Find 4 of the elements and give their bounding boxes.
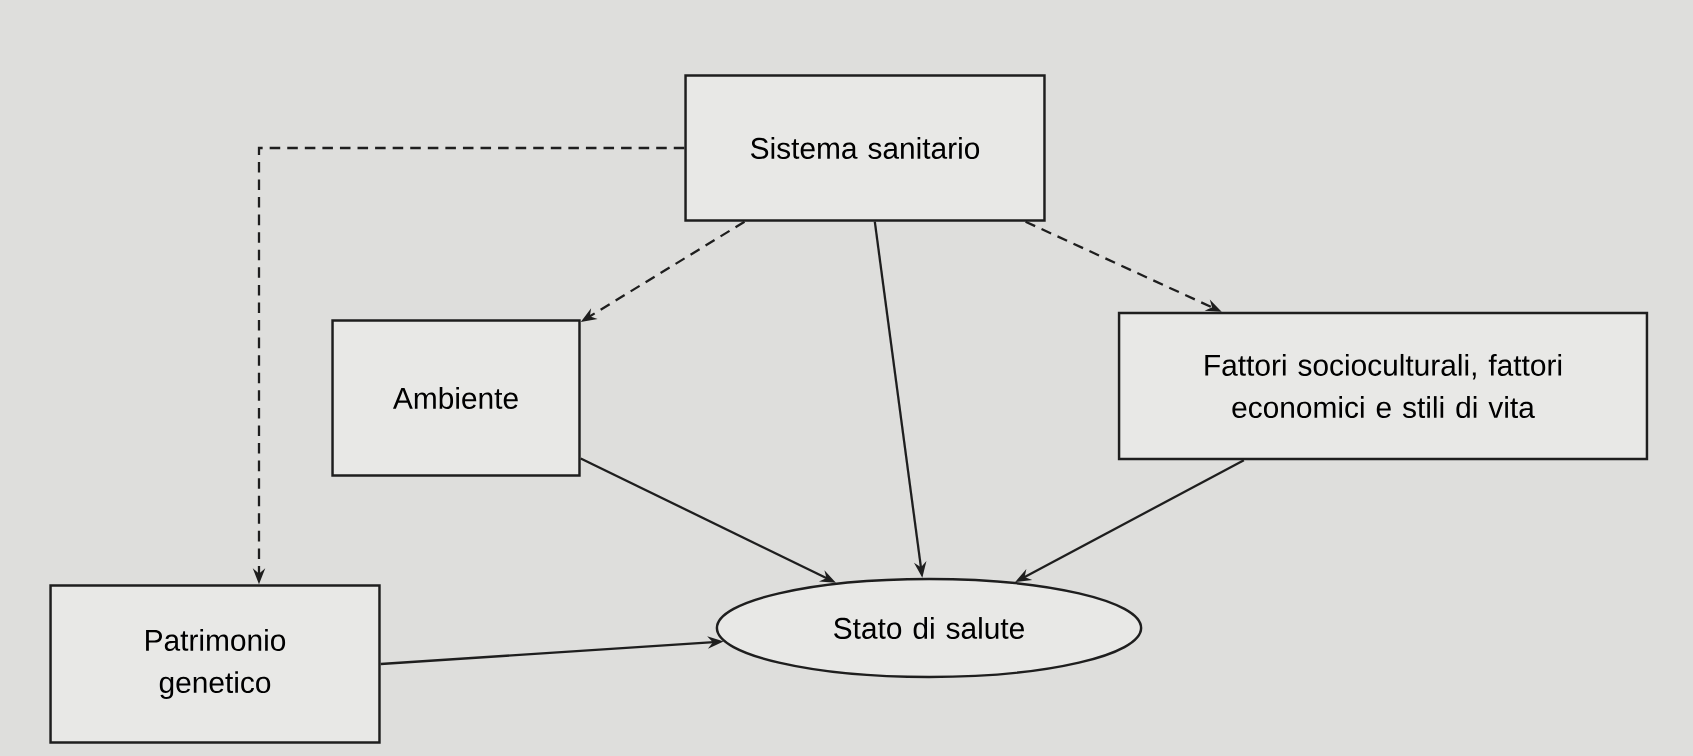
process-box: Ambiente (331, 319, 581, 477)
process-box: Patrimonio genetico (49, 584, 381, 744)
process-box: Fattori socioculturali, fattori economici e stili di vita (1117, 311, 1649, 461)
process-box: Sistema sanitario (684, 74, 1046, 222)
